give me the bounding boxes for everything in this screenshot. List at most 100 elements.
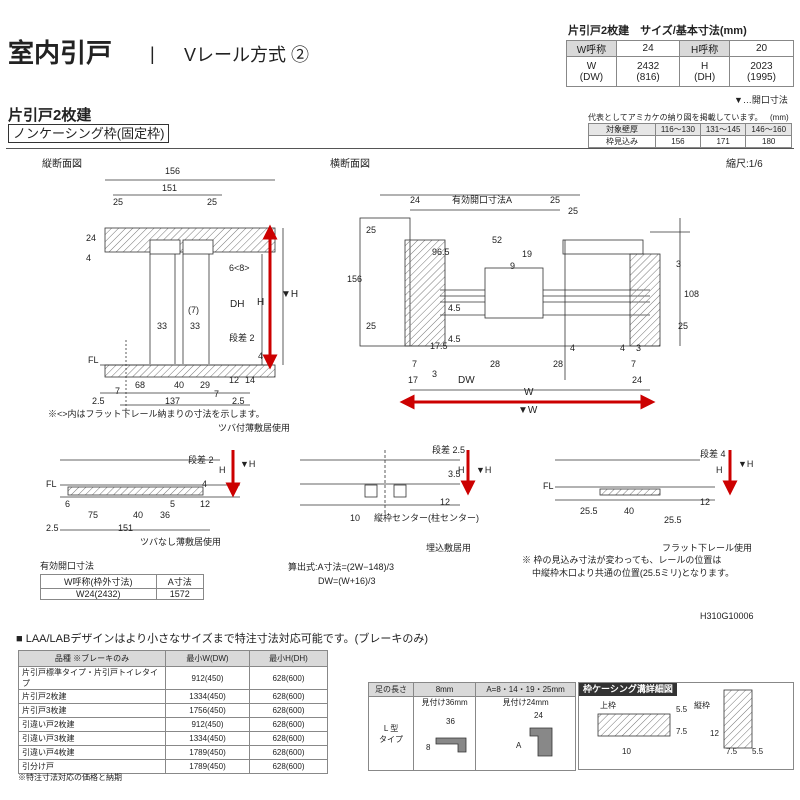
- laa-header: 最小W(DW): [164, 650, 251, 667]
- laa-table: 品種 ※ブレーキのみ 最小W(DW) 最小H(DH) 片引戸標準タイプ・片引戸ト…: [18, 650, 328, 774]
- d1-4: 4: [202, 479, 208, 489]
- casing-detail-vertical: [723, 689, 753, 749]
- dim-151: 151: [162, 183, 178, 193]
- laa-cell: 628(600): [249, 759, 328, 774]
- casing-vertical: 縦枠: [694, 701, 710, 710]
- frame-note-2: 中縦枠木口より共通の位置(25.5ミリ)となります。: [532, 568, 735, 578]
- h-dim-175: 17.5: [430, 341, 448, 351]
- h-dim-3c: 3: [636, 343, 642, 353]
- dim-14: 14: [245, 375, 256, 385]
- type-heading: 片引戸2枚建: [8, 107, 92, 124]
- h-dim-25b: 25: [568, 206, 579, 216]
- detail-flat-rail: [555, 459, 715, 501]
- legend-open: ▼…開口寸法: [734, 95, 788, 105]
- spec-h-dims: 2023 (1995): [729, 56, 794, 87]
- laa-header: 品種 ※ブレーキのみ: [18, 650, 166, 667]
- wall-cell: 156: [655, 135, 701, 148]
- h-dim-24b: 24: [632, 375, 643, 385]
- h-top-label: 有効開口寸法A: [452, 195, 513, 205]
- opening-cell: W24(2432): [40, 588, 157, 600]
- casing-sub-a: 見付け24mm: [475, 696, 576, 771]
- casing-12: 12: [710, 729, 719, 738]
- laa-header: 最小H(DH): [249, 650, 328, 667]
- dim-DH: DH: [230, 299, 245, 310]
- spec-w-label: W呼称: [566, 40, 617, 57]
- h-dim-25d: 25: [366, 321, 377, 331]
- laa-cell: 628(600): [249, 689, 328, 704]
- h-dim-DW: DW: [458, 375, 475, 386]
- opening-header: A寸法: [155, 574, 205, 589]
- h-dim-28b: 28: [553, 359, 564, 369]
- formula-line-1: 算出式:A寸法=(2W−148)/3: [288, 562, 395, 572]
- d1-h-open: ▼H: [240, 459, 256, 469]
- h-dim-4b: 4: [620, 343, 626, 353]
- h-dim-45a: 4.5: [448, 303, 461, 313]
- title-separator: |: [150, 44, 155, 64]
- laa-cell: 引違い戸4枚建: [18, 745, 166, 760]
- d3-255a: 25.5: [580, 506, 598, 516]
- casing-detail-upper: [597, 713, 671, 737]
- page-title: 室内引戸: [8, 38, 113, 68]
- laa-cell: 628(600): [249, 703, 328, 718]
- spec-h-sub: H (DH): [679, 56, 730, 87]
- casing-row-label: L 型 タイプ: [368, 696, 414, 771]
- d2-h-open: ▼H: [476, 465, 492, 475]
- d2-center: 縦枠センター(柱センター): [374, 513, 479, 523]
- h-dim-W: W: [524, 387, 534, 398]
- dim-4: 4: [86, 253, 92, 263]
- casing-sub-8: 見付け36mm: [412, 696, 477, 771]
- casing-header: A=8・14・19・25mm: [475, 682, 576, 697]
- opening-table-title: 有効開口寸法: [40, 561, 95, 571]
- spec-w-sub: W (DW): [566, 56, 617, 87]
- dim-25c: 2.5: [92, 396, 105, 406]
- d3-step: 段差 4: [700, 449, 726, 459]
- dim-156: 156: [165, 166, 181, 176]
- h-dim-W-open: ▼W: [518, 405, 538, 416]
- dim-40: 40: [174, 380, 185, 390]
- floor-label: FL: [88, 355, 99, 365]
- flat-use-note: フラット下レール使用: [662, 543, 753, 553]
- dim-25b: 25: [207, 197, 218, 207]
- dim-25a: 25: [113, 197, 124, 207]
- dim-H-open: ▼H: [281, 289, 299, 300]
- d3-h: H: [716, 465, 723, 475]
- frame-note-1: ※ 枠の見込み寸法が変わっても、レールの位置は: [522, 555, 722, 565]
- casing-table: 足の長さ 8mm A=8・14・19・25mm L 型 タイプ 見付け36mm …: [368, 682, 576, 771]
- h-dim-25e: 25: [678, 321, 689, 331]
- casing-header: 8mm: [412, 682, 477, 697]
- casing-detail-box: [578, 682, 794, 770]
- d1-step: 段差 2: [188, 455, 214, 465]
- dim-H: H: [257, 297, 265, 308]
- buried-note: 埋込敷居用: [426, 543, 472, 553]
- d1-5: 5: [170, 499, 176, 509]
- h-dim-965: 96.5: [432, 247, 450, 257]
- h-dim-9: 9: [510, 261, 516, 271]
- casing-detail-title: 枠ケーシング溝詳細図: [579, 683, 677, 696]
- casing-dA: A: [516, 741, 522, 750]
- laa-cell: 1789(450): [164, 745, 251, 760]
- d2-10: 10: [350, 513, 361, 523]
- laa-cell: 片引戸2枚建: [18, 689, 166, 704]
- spec-title: 片引戸2枚建 サイズ/基本寸法(mm): [568, 25, 747, 37]
- h-dim-7: 7: [412, 359, 418, 369]
- d1-75: 75: [88, 510, 99, 520]
- d3-12: 12: [700, 497, 711, 507]
- horizontal-section-label: 横断面図: [330, 159, 370, 170]
- laa-cell: 1334(450): [164, 731, 251, 746]
- casing-d36: 36: [446, 717, 455, 726]
- h-dim-19: 19: [522, 249, 533, 259]
- dim-33a: 33: [157, 321, 168, 331]
- h-dim-4: 4: [570, 343, 576, 353]
- detail-tsuba-off: [60, 459, 240, 531]
- laa-cell: 628(600): [249, 666, 328, 690]
- h-dim-17: 17: [408, 375, 419, 385]
- wall-cell: 180: [745, 135, 792, 148]
- d3-h-open: ▼H: [738, 459, 754, 469]
- d2-12: 12: [440, 497, 451, 507]
- h-dim-7b: 7: [631, 359, 637, 369]
- h-dim-156: 156: [347, 274, 363, 284]
- wall-table-note: 代表としてアミカケの納り図を掲載しています。: [588, 113, 763, 122]
- d2-35: 3.5: [448, 469, 461, 479]
- dim-4b: 4: [258, 351, 264, 361]
- laa-cell: 引違い戸3枚建: [18, 731, 166, 746]
